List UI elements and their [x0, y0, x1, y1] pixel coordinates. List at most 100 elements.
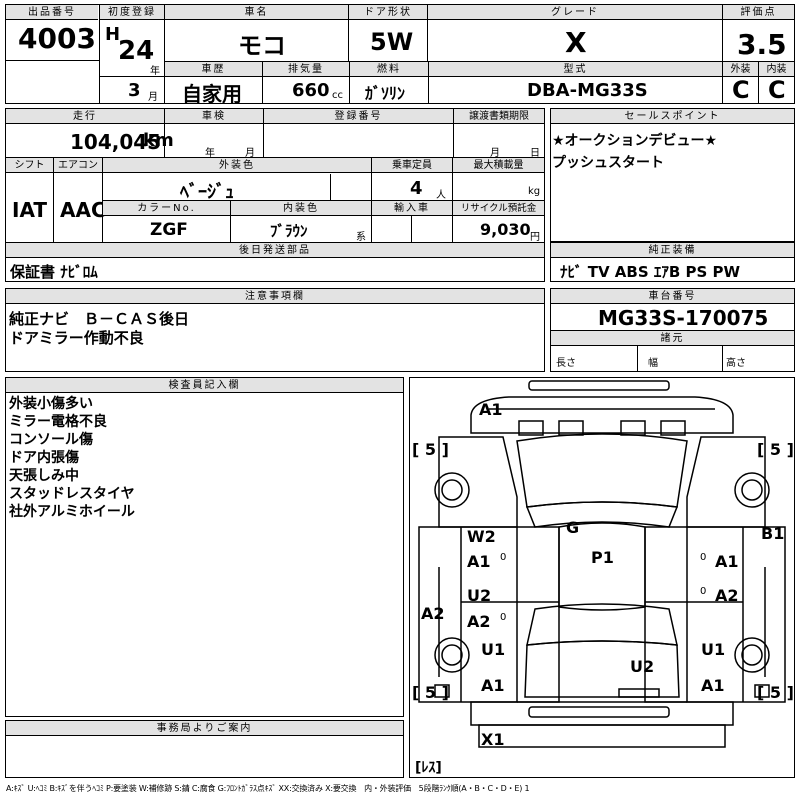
model-label: 型式	[429, 62, 722, 77]
color-no-label: カラーNo.	[103, 201, 230, 216]
mark-fender-rl-a: A1	[481, 676, 505, 695]
damage-diagram	[409, 377, 795, 778]
history: 自家用	[182, 82, 242, 106]
ext-grade: C	[732, 76, 750, 104]
inspection-year-unit: 年	[205, 148, 215, 159]
lot-number: 4003	[18, 22, 96, 55]
inspector-notes: 外装小傷多い ミラー電格不良 コンソール傷 ドア内張傷 天張しみ中 スタッドレス…	[9, 395, 135, 521]
transfer-day-unit: 日	[530, 148, 540, 159]
displacement-label: 排気量	[263, 62, 349, 77]
sales-line-2: プッシュスタート	[552, 155, 664, 171]
ext-color-label: 外装色	[103, 158, 371, 173]
vehicle-info-section	[5, 108, 545, 258]
tire-spare: [ﾚｽ]	[415, 760, 442, 776]
mark-door-fr-zero: 0	[700, 552, 707, 563]
transfer-month-unit: 月	[490, 148, 500, 159]
sales-points-section	[550, 108, 795, 242]
score: 3.5	[737, 28, 787, 61]
inspector-line: スタッドレスタイヤ	[9, 486, 135, 502]
capacity: 4	[410, 178, 423, 199]
inspector-line: コンソール傷	[9, 432, 93, 448]
equipment: ﾅﾋﾞ TV ABS ｴｱB PS PW	[560, 263, 741, 281]
mark-roof: P1	[591, 548, 614, 567]
car-name: モコ	[238, 32, 286, 60]
mark-door-fl-zero: 0	[500, 552, 507, 563]
length-label: 長さ	[556, 358, 576, 369]
mark-door-rl-zero: 0	[500, 612, 507, 623]
inspector-line: ドア内張傷	[9, 450, 79, 466]
inspector-line: 天張しみ中	[9, 468, 79, 484]
grade-label: グレード	[428, 5, 722, 20]
car-outline	[418, 380, 786, 748]
mark-door-fl-w: W2	[467, 527, 496, 546]
lot-label: 出品番号	[6, 5, 98, 20]
car-name-label: 車名	[165, 5, 348, 20]
tire-fr: [ 5 ]	[757, 440, 794, 459]
int-color-unit: 系	[356, 232, 366, 243]
shift-label: シフト	[6, 158, 53, 173]
mileage: 104,045	[70, 130, 162, 154]
mark-rear-x: X1	[481, 730, 505, 749]
ac-label: エアコン	[54, 158, 102, 173]
mark-door-rr-zero: 0	[700, 586, 707, 597]
mark-front-left: A1	[479, 400, 503, 419]
year-unit: 年	[150, 66, 160, 77]
later-parts-box	[5, 242, 545, 282]
ext-color: ﾍﾞｰｼﾞｭ	[180, 182, 234, 203]
mark-fender-rr-u: U1	[701, 640, 726, 659]
sales-line-1: ★オークションデビュー★	[552, 133, 718, 149]
person-unit: 人	[436, 190, 446, 201]
later-parts: 保証書 ﾅﾋﾞﾛﾑ	[10, 263, 98, 281]
door-type: 5W	[370, 28, 414, 56]
notes-label: 注意事項欄	[6, 289, 544, 304]
era: H	[105, 24, 121, 45]
width-label: 幅	[648, 358, 658, 369]
int-label: 内装	[759, 62, 794, 77]
capacity-label: 乗車定員	[372, 158, 452, 173]
kg-unit: kg	[528, 186, 541, 197]
header-section	[5, 4, 795, 104]
import-label: 輸入車	[372, 201, 452, 216]
shift: IAT	[12, 198, 48, 222]
mark-rear-u: U2	[630, 657, 655, 676]
km-unit: km	[143, 130, 174, 151]
inspector-line: 外装小傷多い	[9, 396, 93, 412]
int-grade: C	[768, 76, 786, 104]
inspection-label: 車検	[165, 109, 263, 124]
legend: A:ｷｽﾞ U:ﾍｺﾐ B:ｷｽﾞを伴うﾍｺﾐ P:要塗装 W:補修跡 S:錆 …	[6, 784, 530, 793]
tire-rr: [ 5 ]	[757, 683, 794, 702]
mark-door-fr-a: A1	[715, 552, 739, 571]
color-no: ZGF	[150, 220, 188, 240]
fuel: ｶﾞｿﾘﾝ	[365, 84, 406, 103]
score-label: 評価点	[723, 5, 794, 20]
grade: X	[565, 26, 587, 59]
history-label: 車歴	[165, 62, 262, 77]
cc-unit: cc	[332, 90, 343, 101]
door-label: ドア形状	[349, 5, 427, 20]
int-color: ﾌﾞﾗｳﾝ	[270, 222, 308, 240]
inspector-line: 社外アルミホイール	[9, 504, 135, 520]
tire-fl: [ 5 ]	[412, 440, 449, 459]
int-color-label: 内装色	[231, 201, 371, 216]
ac: AAC	[60, 198, 106, 222]
displacement: 660	[292, 80, 330, 101]
tire-rl: [ 5 ]	[412, 683, 449, 702]
first-reg-label: 初度登録	[100, 5, 164, 20]
chassis-number: MG33S-170075	[598, 306, 769, 330]
notes-line-2: ドアミラー作動不良	[9, 329, 144, 347]
chassis-label: 車台番号	[551, 289, 794, 304]
mileage-label: 走行	[6, 109, 164, 124]
mark-door-rl-u: U2	[467, 586, 492, 605]
inspector-line: ミラー電格不良	[9, 414, 107, 430]
office-label: 事務局よりご案内	[6, 721, 403, 736]
notes-line-1: 純正ナビ Ｂ－ＣＡＳ後日	[9, 310, 190, 328]
mark-door-rr-a: A2	[715, 586, 739, 605]
month-unit: 月	[148, 92, 158, 103]
plate-label: 登録番号	[264, 109, 453, 124]
recycle: 9,030	[480, 220, 531, 239]
reg-month: 3	[128, 80, 141, 101]
mark-door-rl-a: A2	[467, 612, 491, 631]
equipment-label: 純正装備	[551, 243, 794, 258]
recycle-label: リサイクル預託金	[453, 201, 544, 216]
later-parts-label: 後日発送部品	[6, 243, 544, 258]
